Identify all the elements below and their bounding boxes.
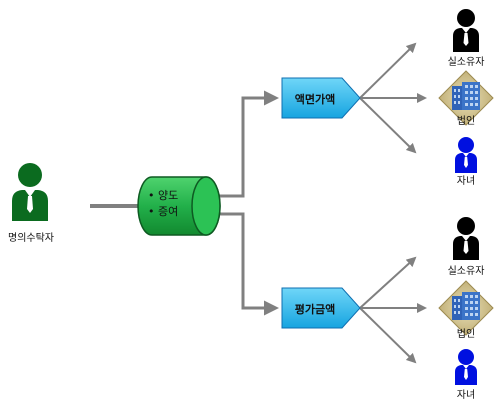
target-label: 자녀	[456, 390, 476, 401]
connector-to-appraised-value	[213, 212, 279, 316]
building-icon	[438, 280, 494, 336]
child-person-icon	[455, 137, 477, 173]
arrow-bottom-child	[359, 307, 417, 364]
appraised-value-label: 평가금액	[294, 303, 336, 316]
transfer-item: • 증여	[148, 205, 179, 218]
arrow-bottom-owner	[359, 256, 417, 309]
face-value-box	[281, 77, 361, 119]
nominee-person-icon	[12, 163, 48, 221]
owner-person-icon	[453, 217, 479, 260]
arrow-top-child	[359, 97, 417, 154]
target-label: 실소유자	[447, 57, 485, 68]
connector-to-face-value	[213, 90, 279, 198]
target-label: 실소유자	[447, 266, 485, 277]
nominee-label: 명의수탁자	[8, 233, 54, 244]
arrow-top-owner	[359, 42, 417, 99]
target-label: 법인	[456, 116, 476, 127]
target-label: 자녀	[456, 176, 476, 187]
child-person-icon	[455, 349, 477, 385]
transfer-item: • 양도	[148, 189, 179, 202]
owner-person-icon	[453, 9, 479, 52]
transfer-item-list: • 양도 • 증여	[148, 188, 198, 220]
transfer-cylinder	[137, 176, 221, 236]
appraised-value-box	[281, 287, 361, 329]
building-icon	[438, 70, 494, 126]
face-value-label: 액면가액	[294, 93, 336, 106]
target-label: 법인	[456, 329, 476, 340]
